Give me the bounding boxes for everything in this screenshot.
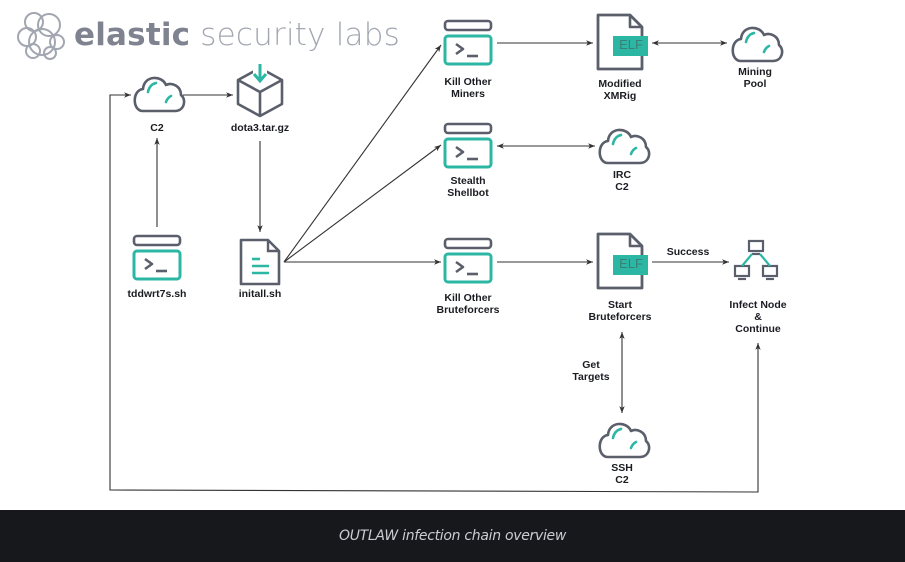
figure-caption: OUTLAW infection chain overview (338, 528, 567, 544)
infection-chain-diagram: ELF ELF (109, 13, 784, 493)
edge-infect-node-loop-to-c2 (109, 92, 761, 493)
kill-brute-terminal-icon (443, 237, 493, 284)
package-download-icon (236, 64, 284, 118)
edge-initall-to-kill-miners (283, 44, 442, 263)
get-targets-edge-label: Get Targets (572, 359, 610, 383)
network-icon (733, 239, 779, 281)
infect-node-label: Infect Node & Continue (729, 299, 787, 335)
kill-brute-label: Kill Other Bruteforcers (436, 292, 500, 316)
start-brute-elf-badge: ELF (619, 256, 643, 271)
kill-miners-terminal-icon (443, 19, 493, 66)
shellbot-terminal-icon (443, 122, 493, 169)
ssh-c2-label: SSH C2 (611, 462, 633, 486)
xmrig-elf-badge: ELF (619, 37, 643, 52)
success-edge-label: Success (666, 246, 710, 258)
mining-pool-label: Mining Pool (738, 66, 772, 90)
caption-bar: OUTLAW infection chain overview (0, 510, 905, 562)
irc-c2-label: IRC C2 (612, 169, 632, 193)
shellbot-label: Stealth Shellbot (447, 175, 489, 199)
xmrig-label: Modified XMRig (598, 78, 642, 102)
dota3-label: dota3.tar.gz (230, 122, 290, 134)
c2-cloud-icon (133, 76, 186, 113)
logo-suffix: security labs (190, 17, 400, 53)
logo-brand: elastic (74, 17, 191, 53)
irc-c2-cloud-icon (598, 128, 651, 165)
tddwrt7s-terminal-icon (132, 234, 182, 281)
start-brute-label: Start Bruteforcers (588, 299, 652, 323)
tddwrt7s-label: tddwrt7s.sh (127, 288, 187, 300)
c2-label: C2 (150, 122, 164, 134)
elastic-cluster-logo-icon (17, 12, 65, 60)
kill-miners-label: Kill Other Miners (444, 76, 492, 100)
ssh-c2-cloud-icon (598, 422, 651, 459)
edges (109, 40, 761, 493)
edge-initall-to-shellbot (283, 144, 442, 263)
logo-text: elastic security labs (74, 17, 400, 53)
initall-document-icon (239, 238, 281, 286)
elastic-security-labs-logo: elastic security labs (16, 8, 400, 62)
initall-label: initall.sh (238, 288, 282, 300)
mining-pool-cloud-icon (731, 26, 784, 63)
